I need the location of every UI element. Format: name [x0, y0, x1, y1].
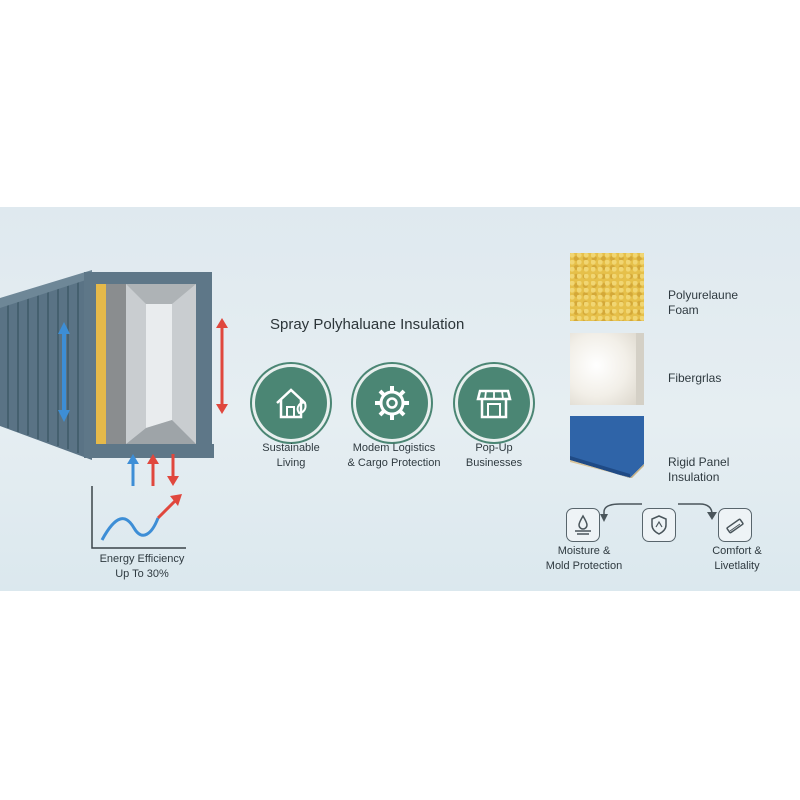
gear-icon	[375, 386, 409, 420]
material-label-fiberglass: Fibergrlas	[668, 371, 721, 386]
moisture-icon	[566, 508, 600, 542]
storefront-icon	[476, 389, 512, 419]
panel-icon	[718, 508, 752, 542]
feature-caption-line1: Sustainable	[262, 442, 320, 454]
feature-popup-businesses	[458, 367, 530, 439]
feature-caption-popup: Pop-Up Businesses	[444, 441, 544, 471]
house-leaf-icon	[276, 388, 307, 419]
feature-sustainable-living	[255, 367, 327, 439]
material-label-line2: Insulation	[668, 470, 720, 484]
energy-chart-icon	[91, 486, 186, 549]
feature-caption-line1: Pop-Up	[475, 442, 513, 454]
benefit-caption-moisture: Moisture & Mold Protection	[536, 544, 632, 574]
page-title: Spray Polyhaluane Insulation	[270, 316, 465, 333]
material-label-foam: Polyurelaune Foam	[668, 288, 738, 318]
energy-caption-line2: Up To 30%	[115, 568, 169, 580]
material-label-line2: Foam	[668, 303, 699, 317]
container-illustration	[0, 270, 214, 460]
benefit-caption-comfort: Comfort & Livetlality	[694, 544, 780, 574]
feature-caption-line2: & Cargo Protection	[347, 457, 441, 469]
material-label-line1: Polyurelaune	[668, 288, 739, 302]
rigid-panel-image	[570, 416, 644, 478]
fiberglass-swatch	[570, 333, 644, 405]
benefit-caption-line1: Comfort &	[712, 545, 762, 557]
material-label-line1: Rigid Panel	[668, 455, 730, 469]
energy-caption: Energy Efficiency Up To 30%	[80, 552, 204, 582]
material-label-line1: Fibergrlas	[668, 371, 722, 385]
feature-caption-line1: Modem Logistics	[352, 442, 436, 454]
energy-caption-line1: Energy Efficiency	[99, 553, 185, 565]
feature-caption-logistics: Modem Logistics & Cargo Protection	[336, 441, 452, 471]
feature-caption-line2: Living	[276, 457, 306, 469]
feature-caption-line2: Businesses	[465, 457, 523, 469]
benefit-caption-line2: Mold Protection	[545, 560, 623, 572]
benefit-caption-line1: Moisture &	[557, 545, 611, 557]
material-label-rigid-panel: Rigid Panel Insulation	[668, 455, 729, 485]
benefit-caption-line2: Livetlality	[714, 560, 760, 572]
airflow-arrows-icon	[127, 454, 179, 486]
polyurethane-foam-swatch	[570, 253, 644, 321]
benefit-connector-arrows	[600, 503, 717, 522]
heat-arrow-icon	[216, 318, 228, 414]
shield-icon	[642, 508, 676, 542]
feature-logistics	[356, 367, 428, 439]
feature-caption-sustainable: Sustainable Living	[240, 441, 342, 471]
rigid-panel-swatch	[570, 416, 644, 478]
